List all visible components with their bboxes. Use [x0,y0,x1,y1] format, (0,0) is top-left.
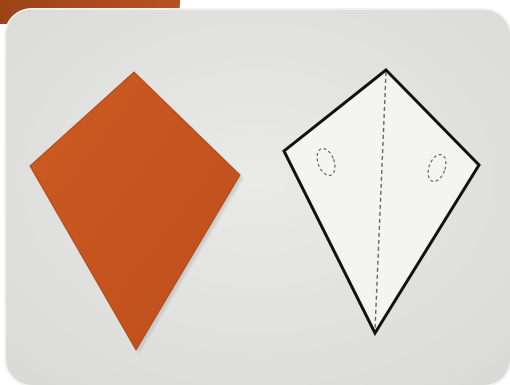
kite-photo [6,10,510,385]
